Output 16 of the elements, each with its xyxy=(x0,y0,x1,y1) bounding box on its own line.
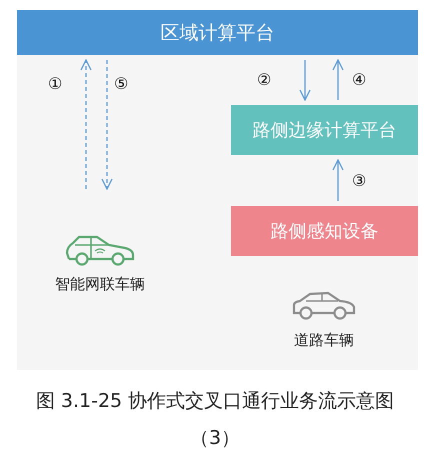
figure-caption: 图 3.1-25 协作式交叉口通行业务流示意图（3） xyxy=(34,389,396,451)
edge-label: ① xyxy=(48,74,62,93)
arrow xyxy=(101,60,113,190)
edge-label: ⑤ xyxy=(114,74,128,93)
process-box: 路侧感知设备 xyxy=(231,206,418,256)
arrow xyxy=(80,59,92,189)
edge-label: ④ xyxy=(352,70,366,89)
edge-label: ② xyxy=(257,70,272,89)
arrow xyxy=(332,159,344,201)
node-label: 道路车辆 xyxy=(294,331,354,350)
arrow xyxy=(299,60,311,101)
node-label: 智能网联车辆 xyxy=(55,275,145,294)
edge-label: ③ xyxy=(352,170,366,190)
process-box: 路侧边缘计算平台 xyxy=(231,105,418,155)
platform-bar: 区域计算平台 xyxy=(17,10,418,55)
arrow xyxy=(332,59,344,100)
